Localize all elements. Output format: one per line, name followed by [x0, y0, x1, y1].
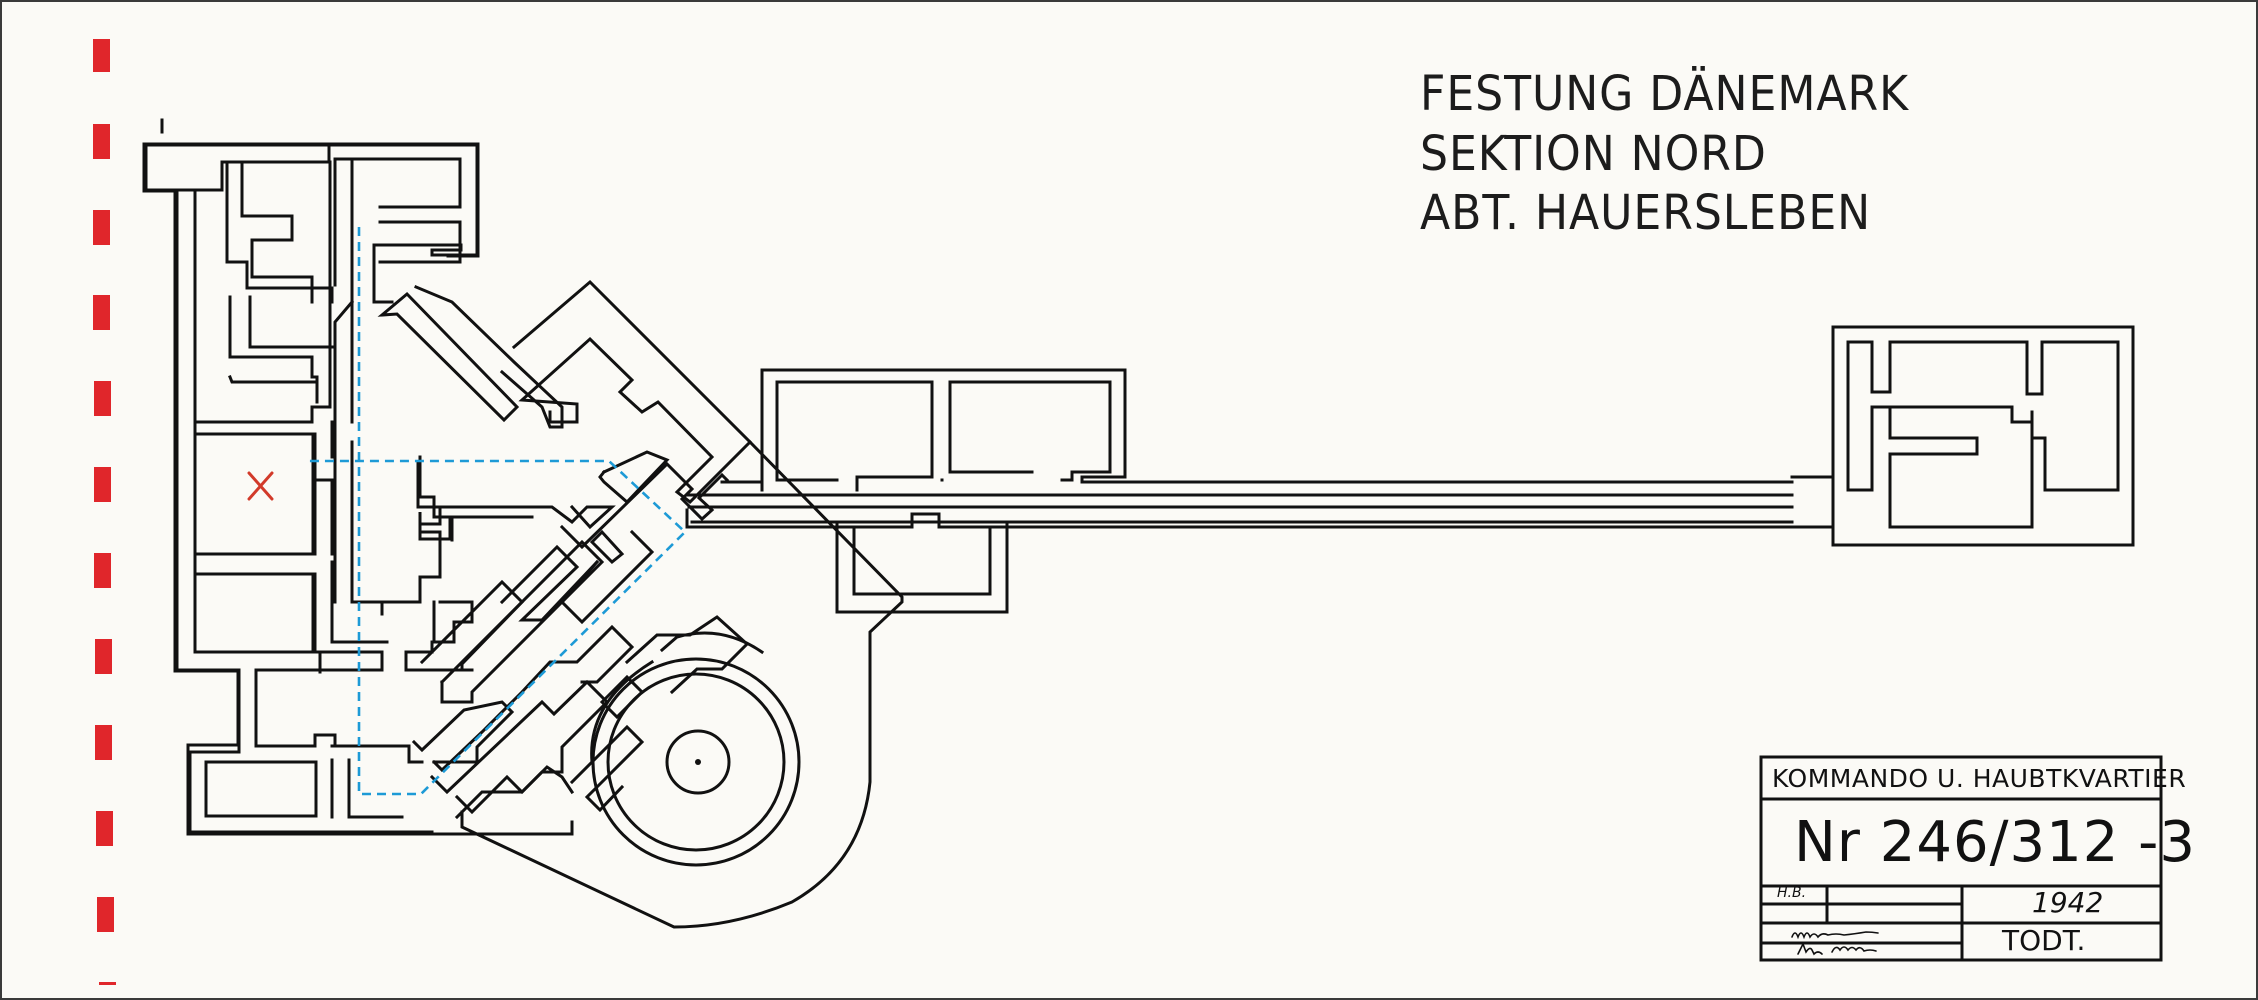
drawer-initials: H.B.	[1777, 885, 1807, 901]
corridor-walls	[685, 325, 2135, 614]
drawing-year: 1942	[2032, 886, 2104, 919]
diagonal-wing-walls	[377, 279, 904, 929]
title-line-3: ABT. HAUERSLEBEN	[1420, 185, 1872, 241]
title-line-2: SEKTION NORD	[1420, 126, 1767, 182]
title-line-1: FESTUNG DÄNEMARK	[1420, 66, 1909, 122]
x-mark-icon	[247, 471, 274, 501]
main-bunker-walls	[142, 118, 574, 836]
title-block-frame	[1759, 755, 2163, 962]
organization-name: TODT.	[2002, 924, 2086, 957]
signature-icon	[1791, 931, 1879, 956]
title-block-heading: KOMMANDO U. HAUBTKVARTIER	[1772, 764, 2187, 793]
edge-marker-dashes	[93, 39, 116, 985]
drawing-number: Nr 246/312 -3	[1794, 810, 2196, 875]
route-path	[307, 227, 687, 796]
